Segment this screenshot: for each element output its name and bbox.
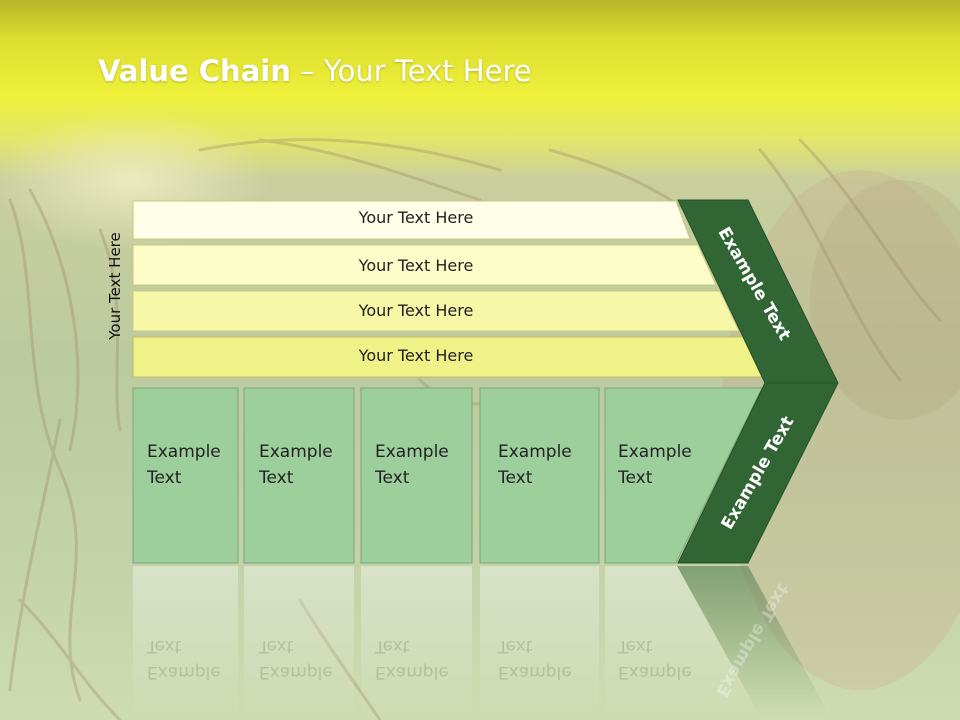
column-2-reflection: Example Text [259, 633, 333, 685]
column-4-reflection: Example Text [498, 633, 572, 685]
column-1-label: Example Text [147, 439, 221, 491]
column-2-line1: Example [259, 442, 333, 462]
column-4-reflection-line1: Example [498, 662, 572, 682]
column-4-line1: Example [498, 442, 572, 462]
column-3-reflection: Example Text [375, 633, 449, 685]
column-4-line2: Text [498, 468, 533, 488]
title-bold: Value Chain [98, 54, 291, 88]
column-2-label: Example Text [259, 439, 333, 491]
row-3-shape [132, 290, 740, 332]
row-1-label: Your Text Here [358, 208, 474, 227]
column-1-reflection-line1: Example [147, 662, 221, 682]
column-3-label: Example Text [375, 439, 449, 491]
row-2-label: Your Text Here [358, 256, 474, 275]
row-2-shape [132, 244, 717, 286]
column-2-line2: Text [259, 468, 294, 488]
reflection-group [133, 566, 830, 716]
column-1-reflection-line2: Text [147, 636, 182, 656]
page-title: Value Chain – Your Text Here [98, 54, 532, 94]
column-5-shape [604, 387, 763, 564]
column-5-reflection-line1: Example [618, 662, 692, 682]
column-1-line1: Example [147, 442, 221, 462]
row-1-shape [132, 200, 691, 240]
column-5-label: Example Text [618, 439, 692, 491]
column-3-reflection-line1: Example [375, 662, 449, 682]
column-1-shape [132, 387, 239, 564]
column-2-reflection-line2: Text [259, 636, 294, 656]
column-3-line1: Example [375, 442, 449, 462]
title-rest: – Your Text Here [290, 54, 532, 88]
column-3-reflection-line2: Text [375, 636, 410, 656]
column-1-line2: Text [147, 468, 182, 488]
column-3-line2: Text [375, 468, 410, 488]
column-1-reflection: Example Text [147, 633, 221, 685]
column-4-label: Example Text [498, 439, 572, 491]
column-2-reflection-line1: Example [259, 662, 333, 682]
row-3-label: Your Text Here [358, 301, 474, 320]
column-2-shape [243, 387, 355, 564]
column-4-reflection-line2: Text [498, 636, 533, 656]
column-5-line2: Text [618, 468, 653, 488]
row-4-label: Your Text Here [358, 346, 474, 365]
column-5-reflection-line2: Text [618, 636, 653, 656]
column-4-shape [479, 387, 600, 564]
column-3-shape [360, 387, 473, 564]
column-5-reflection: Example Text [618, 633, 692, 685]
column-5-line1: Example [618, 442, 692, 462]
